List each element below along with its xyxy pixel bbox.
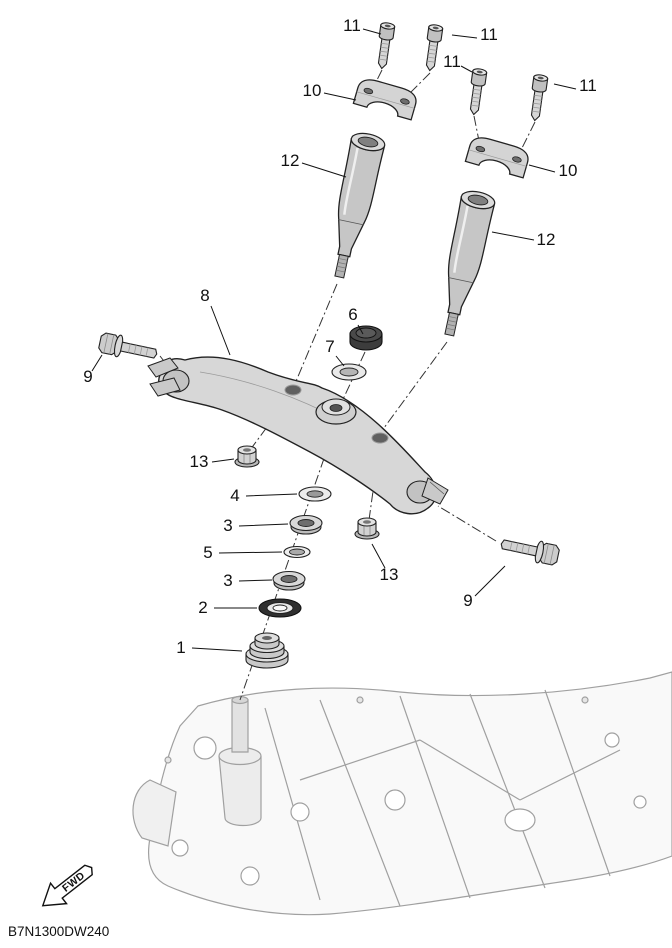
handlebar-holder-12-right <box>431 187 498 340</box>
callout-6: 6 <box>348 305 357 324</box>
dust-seal-2 <box>258 598 302 618</box>
callout-11-1: 11 <box>343 16 361 35</box>
callout-7: 7 <box>325 337 334 356</box>
callout-10-left: 10 <box>303 81 322 100</box>
washer-7 <box>331 363 367 381</box>
pinch-bolt-9-right <box>498 532 561 568</box>
callout-2: 2 <box>198 598 207 617</box>
steering-stem <box>231 695 249 753</box>
bearing-3-lower <box>272 570 306 591</box>
callout-3-upper: 3 <box>223 516 232 535</box>
callout-9-right: 9 <box>463 591 472 610</box>
bearing-3-upper <box>289 514 323 535</box>
bolt-11-3 <box>466 67 488 117</box>
steering-nut-6 <box>349 325 383 351</box>
pinch-bolt-9-left <box>97 330 160 366</box>
callout-8: 8 <box>200 286 209 305</box>
callout-1: 1 <box>176 638 185 657</box>
callout-11-4: 11 <box>579 76 597 95</box>
callout-11-2: 11 <box>480 25 498 44</box>
fwd-arrow: FWD <box>41 864 93 907</box>
flange-nut-13-left <box>234 445 260 468</box>
bearing-cover-1 <box>245 632 289 669</box>
upper-bracket-8 <box>147 356 449 515</box>
handlebar-holder-12-left <box>321 129 388 282</box>
callout-leader-lines <box>91 28 577 652</box>
handlebar-clamp-10-left <box>352 75 420 121</box>
handlebar-clamp-10-right <box>464 133 532 179</box>
callout-9-left: 9 <box>83 367 92 386</box>
washer-4 <box>298 486 332 502</box>
diagram-code: B7N1300DW240 <box>8 924 109 939</box>
bolt-11-1 <box>374 21 396 71</box>
bolt-11-2 <box>422 23 444 73</box>
callout-12-left: 12 <box>281 151 300 170</box>
callout-10-right: 10 <box>559 161 578 180</box>
callout-13-right: 13 <box>380 565 399 584</box>
fwd-arrow-shape <box>41 864 93 907</box>
callout-5: 5 <box>203 543 212 562</box>
callout-3-lower: 3 <box>223 571 232 590</box>
callout-11-3: 11 <box>443 52 461 71</box>
bolt-11-4 <box>527 73 549 123</box>
flange-nut-13-right <box>354 517 380 540</box>
ring-5 <box>283 545 311 559</box>
callout-4: 4 <box>230 486 239 505</box>
motorcycle-frame <box>132 671 672 916</box>
callout-12-right: 12 <box>537 230 556 249</box>
callout-13-left: 13 <box>190 452 209 471</box>
